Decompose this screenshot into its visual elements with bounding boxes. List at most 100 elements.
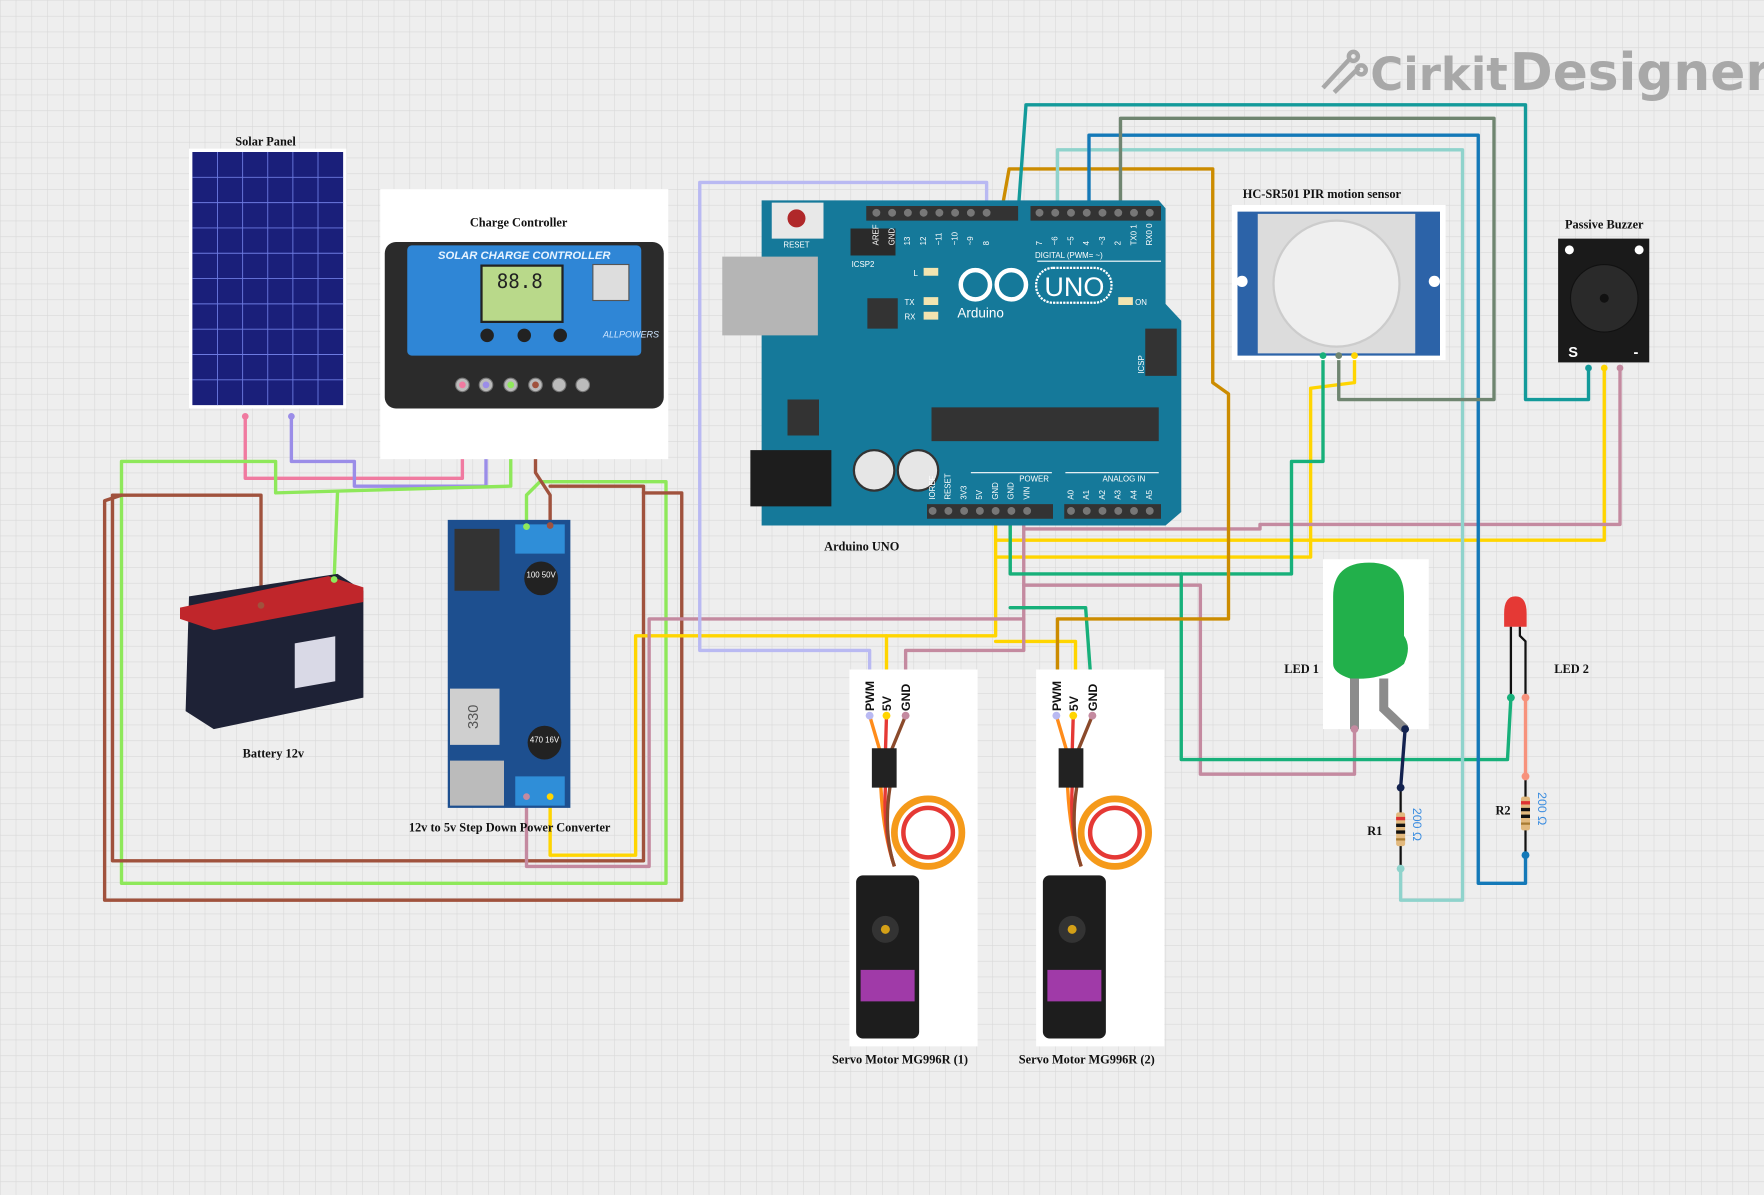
servo-pin-label: PWM <box>863 681 877 711</box>
servo-pin[interactable] <box>901 711 910 720</box>
power-jack <box>750 450 832 507</box>
servo-pin[interactable] <box>1088 711 1097 720</box>
arduino-pin-reset[interactable] <box>944 506 953 515</box>
arduino-pin-4[interactable] <box>1082 208 1091 217</box>
arduino-pin-13[interactable] <box>903 208 912 217</box>
controller-terminal[interactable] <box>551 377 567 393</box>
passive-buzzer[interactable]: Passive Buzzer S - <box>1558 218 1650 372</box>
charge-controller-label: Charge Controller <box>470 215 568 229</box>
arduino-pin-5[interactable] <box>1067 208 1075 217</box>
arduino-pin-a0[interactable] <box>1067 506 1075 515</box>
buzzer-pin-gnd[interactable] <box>1616 364 1624 372</box>
converter-pin-in-negative[interactable] <box>546 522 554 529</box>
converter-pin-out-negative[interactable] <box>523 793 530 800</box>
wire-brown[interactable] <box>102 491 684 902</box>
controller-terminal[interactable] <box>575 377 591 393</box>
wire-mauve[interactable] <box>1022 366 1622 531</box>
resistor-r2[interactable]: R2 200 Ω <box>1495 772 1549 860</box>
arduino-pin-10[interactable] <box>951 208 960 217</box>
servo-pin[interactable] <box>882 711 891 720</box>
pir-pin-out[interactable] <box>1335 352 1343 359</box>
led2-pin-anode[interactable] <box>1521 693 1530 702</box>
controller-button-down[interactable] <box>553 328 568 343</box>
pir-pin-vcc[interactable] <box>1351 352 1358 359</box>
controller-brand: ALLPOWERS <box>602 330 659 340</box>
solar-pin-positive[interactable] <box>241 413 249 420</box>
arduino-pin-6[interactable] <box>1051 208 1060 217</box>
buzzer-pin-vcc[interactable] <box>1600 364 1608 372</box>
arduino-pin-a4[interactable] <box>1130 506 1138 515</box>
usb-port <box>722 256 818 336</box>
battery-pin-negative[interactable] <box>257 602 265 609</box>
buzzer-pin-signal[interactable] <box>1585 364 1592 372</box>
arduino-pin-3[interactable] <box>1098 208 1107 217</box>
arduino-pin-ioref[interactable] <box>928 506 937 515</box>
arduino-pin-vin[interactable] <box>1023 506 1032 515</box>
arduino-pin-2[interactable] <box>1114 208 1123 217</box>
wire-brown[interactable] <box>110 484 646 863</box>
wire-blue[interactable] <box>1087 133 1528 885</box>
wire-navy[interactable] <box>1398 727 1407 790</box>
controller-button-up[interactable] <box>517 328 532 343</box>
wire-yellow[interactable] <box>993 366 1606 542</box>
arduino-pin-RX00[interactable] <box>1145 208 1154 217</box>
arduino-pin-12[interactable] <box>919 208 928 217</box>
pir-sensor[interactable]: HC-SR501 PIR motion sensor <box>1231 187 1446 361</box>
battery-12v[interactable]: Battery 12v <box>180 573 364 760</box>
arduino-pin-a1[interactable] <box>1082 506 1091 515</box>
wire-green[interactable] <box>1179 353 1325 576</box>
arduino-pin-5v[interactable] <box>975 506 984 515</box>
arduino-pin-11[interactable] <box>935 208 944 217</box>
arduino-pin-gnd[interactable] <box>991 506 1000 515</box>
wire-orange[interactable] <box>999 167 1231 718</box>
solar-pin-negative[interactable] <box>288 413 295 420</box>
servo-pin[interactable] <box>1069 711 1078 720</box>
led-1[interactable]: LED 1 <box>1284 559 1429 734</box>
charge-controller[interactable]: Charge Controller SOLAR CHARGE CONTROLLE… <box>380 189 669 460</box>
servo-pin-label: PWM <box>1050 681 1064 711</box>
servo-pin[interactable] <box>1052 711 1061 720</box>
led-2[interactable]: LED 2 <box>1504 596 1589 702</box>
servo-pin-label: 5V <box>880 695 894 711</box>
wire-lime[interactable] <box>119 383 668 885</box>
led1-pin-anode[interactable] <box>1401 725 1410 734</box>
converter-inductor-text: 330 <box>466 705 482 729</box>
step-down-converter[interactable]: 100 50V 330 470 16V 12v to 5v Step Down … <box>409 519 611 835</box>
wire-teal[interactable] <box>1016 103 1591 402</box>
buzzer-pin-minus-label: - <box>1634 345 1639 361</box>
wire-lightteal[interactable] <box>1055 148 1465 902</box>
wire-graygreen[interactable] <box>1118 116 1496 402</box>
arduino-pin-AREF[interactable] <box>872 208 881 217</box>
wire-yellow[interactable] <box>993 353 1357 559</box>
arduino-pin-a2[interactable] <box>1098 506 1107 515</box>
wire-mauve[interactable] <box>524 509 1026 869</box>
wire-green[interactable] <box>1008 509 1513 762</box>
arduino-pin-a3[interactable] <box>1114 506 1123 515</box>
led2-pin-cathode[interactable] <box>1506 693 1515 702</box>
pir-pin-gnd[interactable] <box>1319 352 1327 359</box>
arduino-pin-TX01[interactable] <box>1130 208 1138 217</box>
controller-button-menu[interactable] <box>480 328 494 343</box>
arduino-pin-7[interactable] <box>1035 208 1044 217</box>
arduino-pin-9[interactable] <box>966 208 975 217</box>
resistor-r1[interactable]: R1 200 Ω <box>1367 783 1424 873</box>
led1-pin-cathode[interactable] <box>1350 725 1359 734</box>
arduino-pin-8[interactable] <box>982 208 991 217</box>
arduino-pin-gnd[interactable] <box>1007 506 1016 515</box>
battery-pin-positive[interactable] <box>330 576 338 583</box>
wire-purple[interactable] <box>289 383 488 488</box>
arduino-pin-3v3[interactable] <box>960 506 969 515</box>
wire-lavender[interactable] <box>698 180 989 718</box>
arduino-pin-a5[interactable] <box>1145 506 1154 515</box>
wire-lime[interactable] <box>332 491 340 582</box>
solar-panel[interactable]: Solar Panel <box>189 134 347 420</box>
converter-pin-in-positive[interactable] <box>523 523 530 530</box>
wire-yellow[interactable] <box>548 509 998 857</box>
converter-pin-out-positive[interactable] <box>546 793 554 800</box>
servo-pin[interactable] <box>865 711 874 720</box>
arduino-pin-GND[interactable] <box>888 208 897 217</box>
